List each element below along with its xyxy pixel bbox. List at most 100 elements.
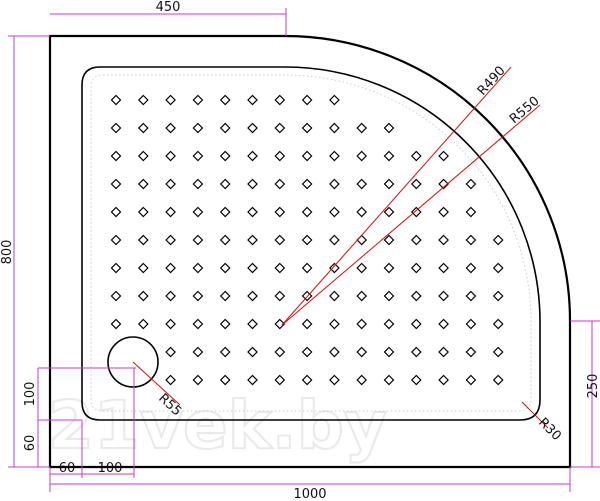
- anti-slip-diamond: [465, 374, 477, 386]
- anti-slip-diamond: [110, 94, 122, 106]
- radius-r490-line: [281, 66, 512, 326]
- anti-slip-diamond: [465, 262, 477, 274]
- anti-slip-diamond: [465, 290, 477, 302]
- anti-slip-diamond: [410, 374, 422, 386]
- anti-slip-diamond: [192, 178, 204, 190]
- anti-slip-diamond: [165, 346, 176, 358]
- anti-slip-diamond: [301, 122, 313, 134]
- anti-slip-diamond: [192, 262, 204, 274]
- anti-slip-diamond: [192, 290, 204, 302]
- anti-slip-diamond: [219, 94, 231, 106]
- anti-slip-diamond: [492, 318, 504, 330]
- anti-slip-diamond: [110, 122, 122, 134]
- anti-slip-diamond: [219, 234, 231, 246]
- anti-slip-diamond: [301, 150, 313, 162]
- anti-slip-diamond: [383, 346, 395, 358]
- anti-slip-diamond: [438, 234, 449, 246]
- anti-slip-diamond: [438, 290, 449, 302]
- anti-slip-diamond: [410, 150, 422, 162]
- dim-right-height: 250: [586, 374, 600, 399]
- anti-slip-diamond: [383, 206, 395, 218]
- anti-slip-diamond: [137, 206, 149, 218]
- anti-slip-diamond: [192, 374, 204, 386]
- anti-slip-diamond: [165, 262, 176, 274]
- anti-slip-diamond: [492, 346, 504, 358]
- anti-slip-diamond: [192, 346, 204, 358]
- anti-slip-diamond: [274, 206, 286, 218]
- anti-slip-diamond: [274, 94, 286, 106]
- anti-slip-diamond: [110, 234, 122, 246]
- anti-slip-diamond: [301, 234, 313, 246]
- anti-slip-diamond: [219, 290, 231, 302]
- anti-slip-diamond: [165, 290, 176, 302]
- anti-slip-diamond: [383, 150, 395, 162]
- anti-slip-diamond: [219, 262, 231, 274]
- anti-slip-diamond: [301, 94, 313, 106]
- anti-slip-diamond: [356, 206, 368, 218]
- anti-slip-diamond: [410, 262, 422, 274]
- anti-slip-diamond: [356, 346, 368, 358]
- anti-slip-diamond: [465, 346, 477, 358]
- dim-height: 800: [0, 240, 15, 265]
- anti-slip-diamond: [219, 178, 231, 190]
- anti-slip-diamond: [137, 178, 149, 190]
- anti-slip-diamond: [247, 290, 258, 302]
- anti-slip-diamond: [165, 234, 176, 246]
- anti-slip-diamond: [219, 346, 231, 358]
- anti-slip-diamond: [329, 290, 340, 302]
- anti-slip-diamond: [356, 234, 368, 246]
- anti-slip-diamond: [301, 206, 313, 218]
- anti-slip-diamond: [274, 262, 286, 274]
- anti-slip-diamond: [383, 290, 395, 302]
- anti-slip-diamond: [329, 318, 340, 330]
- radius-r30-line: [521, 401, 549, 429]
- anti-slip-diamond: [247, 318, 258, 330]
- anti-slip-diamond: [301, 290, 313, 302]
- anti-slip-diamond: [438, 346, 449, 358]
- anti-slip-diamond: [110, 318, 122, 330]
- anti-slip-diamond: [247, 150, 258, 162]
- anti-slip-diamond: [465, 178, 477, 190]
- watermark-text: 21vek.by: [48, 387, 387, 464]
- anti-slip-diamond: [274, 122, 286, 134]
- anti-slip-diamond: [329, 94, 340, 106]
- anti-slip-diamond: [383, 122, 395, 134]
- anti-slip-diamond: [137, 318, 149, 330]
- anti-slip-diamond: [383, 178, 395, 190]
- anti-slip-diamond: [356, 290, 368, 302]
- anti-slip-diamond: [137, 122, 149, 134]
- anti-slip-diamond: [329, 122, 340, 134]
- radius-r550-label: R550: [507, 94, 543, 127]
- anti-slip-diamond: [438, 262, 449, 274]
- anti-slip-diamond: [329, 374, 340, 386]
- anti-slip-diamond: [329, 150, 340, 162]
- anti-slip-diamond: [274, 346, 286, 358]
- anti-slip-diamond: [410, 290, 422, 302]
- anti-slip-diamond: [137, 290, 149, 302]
- anti-slip-diamond: [410, 234, 422, 246]
- anti-slip-diamond: [192, 318, 204, 330]
- anti-slip-diamond: [274, 318, 286, 330]
- anti-slip-diamond: [383, 262, 395, 274]
- anti-slip-diamond: [383, 374, 395, 386]
- anti-slip-diamond: [247, 206, 258, 218]
- anti-slip-diamond: [492, 262, 504, 274]
- anti-slip-diamond: [247, 346, 258, 358]
- anti-slip-diamond: [301, 374, 313, 386]
- anti-slip-diamond: [438, 318, 449, 330]
- anti-slip-diamond: [192, 206, 204, 218]
- anti-slip-diamond: [192, 150, 204, 162]
- anti-slip-diamond: [219, 122, 231, 134]
- anti-slip-diamond: [165, 178, 176, 190]
- anti-slip-diamond: [410, 346, 422, 358]
- anti-slip-diamond: [438, 206, 449, 218]
- anti-slip-diamond: [110, 290, 122, 302]
- anti-slip-diamond: [247, 262, 258, 274]
- anti-slip-diamond: [492, 234, 504, 246]
- anti-slip-diamond: [329, 262, 340, 274]
- anti-slip-diamond: [165, 94, 176, 106]
- anti-slip-diamond: [465, 206, 477, 218]
- radius-r490-label: R490: [475, 63, 509, 98]
- anti-slip-diamond: [301, 262, 313, 274]
- anti-slip-diamond: [247, 178, 258, 190]
